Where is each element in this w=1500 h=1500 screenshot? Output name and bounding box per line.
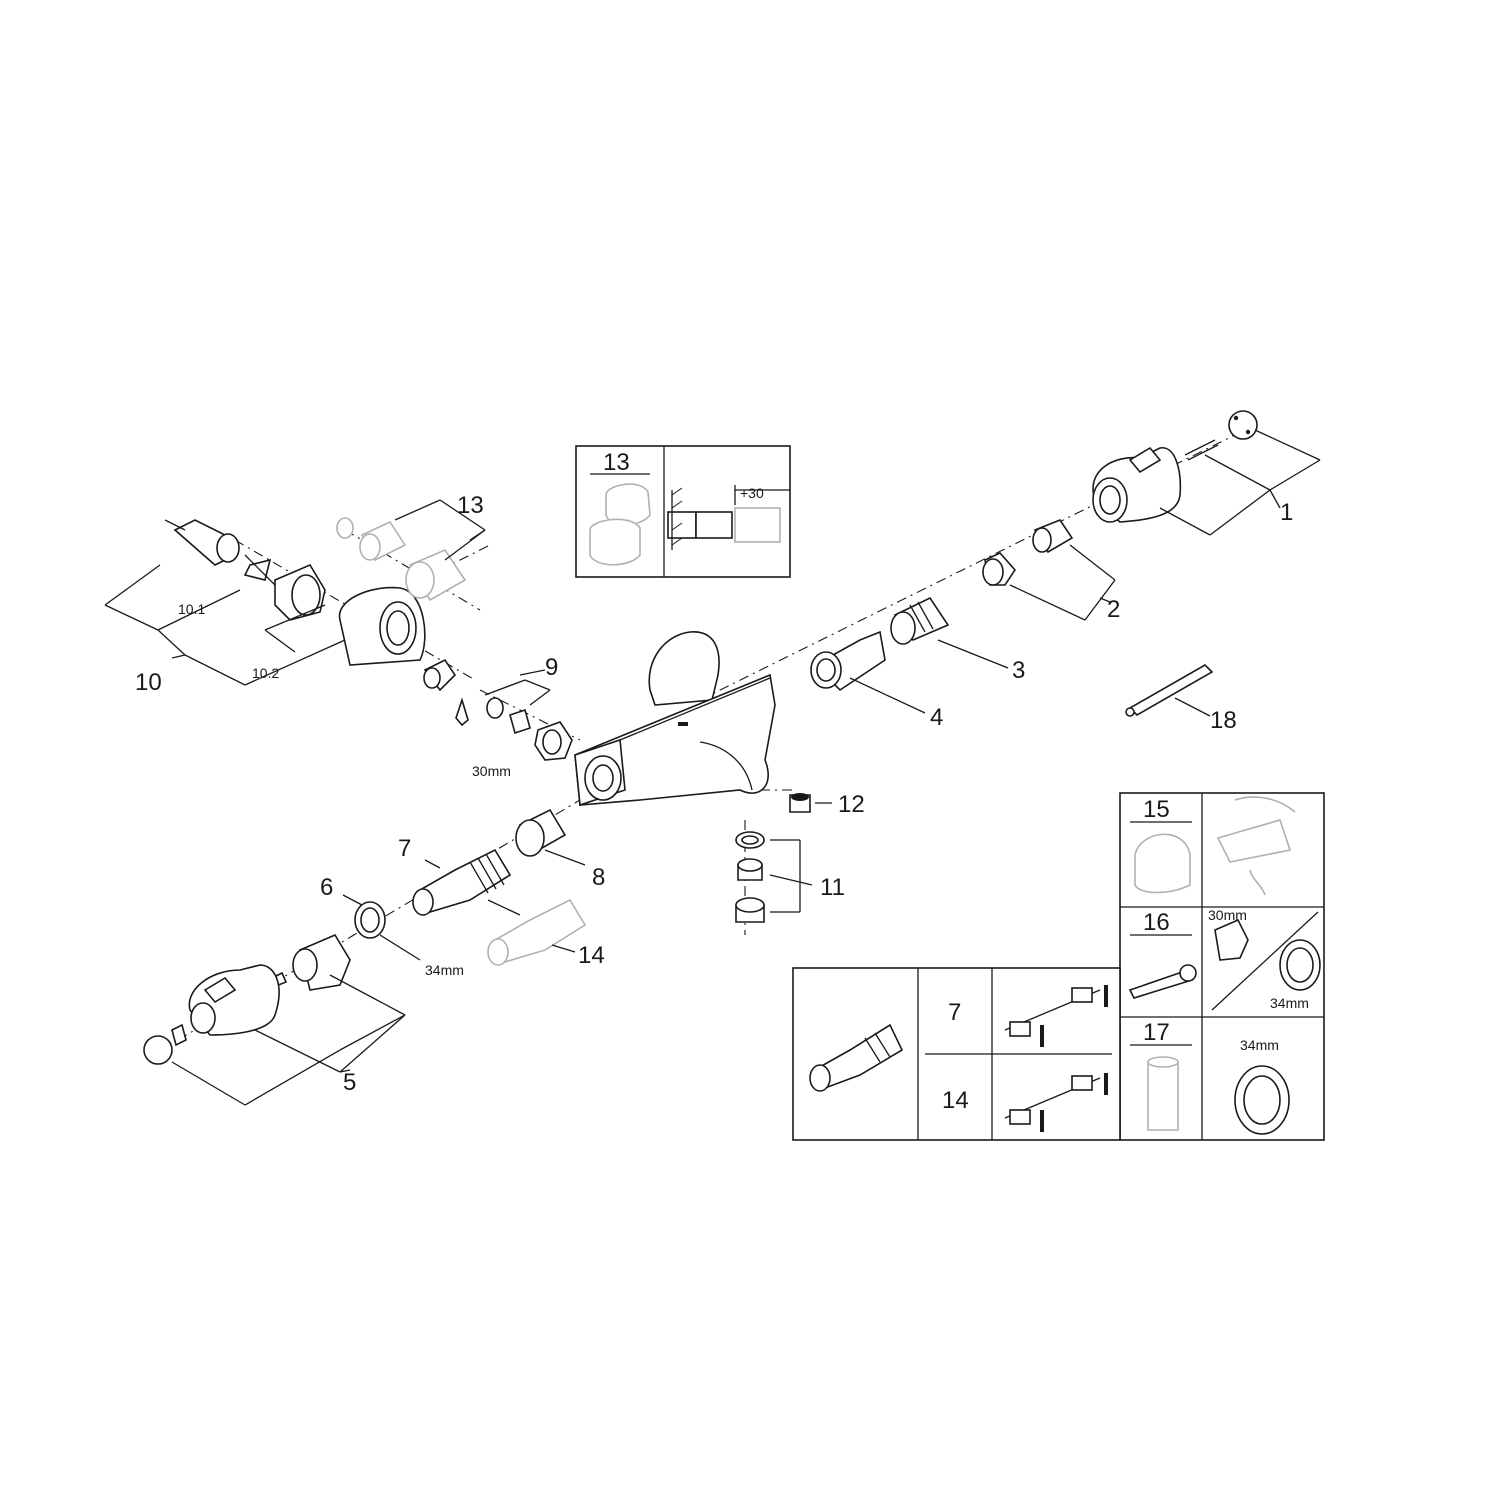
inset-service-box: 15 16 17 30mm 34mm 34mm <box>1119 792 1325 1141</box>
part-4-sleeve <box>810 630 926 714</box>
part-10-connection-left <box>104 519 426 686</box>
part-1-handle-right <box>1092 410 1321 536</box>
inset-size-30mm: 30mm <box>1208 907 1247 923</box>
part-11-aerator <box>735 831 813 923</box>
callout-labels: 1 2 3 4 18 13 10.1 10.2 10 9 30mm 12 8 1… <box>135 492 1293 1096</box>
inset-number-17: 17 <box>1143 1019 1170 1046</box>
inset-extension-box: 13 +30 <box>575 445 791 578</box>
part-7-cartridge <box>412 848 512 916</box>
callout-1: 1 <box>1280 499 1293 526</box>
inset-number-15: 15 <box>1143 796 1170 823</box>
callout-10-2: 10.2 <box>252 665 279 681</box>
inset-extension-offset: +30 <box>740 485 764 501</box>
inset-cartridge-box: 7 14 <box>792 967 1121 1141</box>
mixer-body <box>574 631 776 807</box>
callout-5: 5 <box>343 1069 356 1096</box>
part-14-cartridge-ghost <box>487 898 587 966</box>
callout-3: 3 <box>1012 657 1025 684</box>
callout-13: 13 <box>457 492 484 519</box>
callout-12: 12 <box>838 791 865 818</box>
part-12-spout-insert <box>789 793 832 813</box>
inset-number-16: 16 <box>1143 909 1170 936</box>
callout-10-1: 10.1 <box>178 601 205 617</box>
part-13-extension-ghost <box>336 499 486 602</box>
part-2-adapter <box>982 519 1116 621</box>
callout-7: 7 <box>398 835 411 862</box>
inset-row-14: 14 <box>942 1087 969 1114</box>
part-9-check-valve <box>423 658 573 761</box>
callout-14: 14 <box>578 942 605 969</box>
part-6-ring <box>342 894 421 961</box>
inset-size-34mm-b: 34mm <box>1240 1037 1279 1053</box>
dimension-30mm: 30mm <box>472 763 511 779</box>
dimension-34mm: 34mm <box>425 962 464 978</box>
callout-11: 11 <box>820 874 845 901</box>
part-5-handle-left <box>143 933 406 1106</box>
part-18-thermometer <box>1125 664 1214 717</box>
callout-8: 8 <box>592 864 605 891</box>
callout-4: 4 <box>930 704 943 731</box>
part-3-cartridge <box>890 596 1009 669</box>
callout-9: 9 <box>545 654 558 681</box>
inset-size-34mm-a: 34mm <box>1270 995 1309 1011</box>
callout-6: 6 <box>320 874 333 901</box>
inset-row-7: 7 <box>948 999 961 1026</box>
callout-2: 2 <box>1107 596 1120 623</box>
callout-10: 10 <box>135 669 162 696</box>
part-8-ring <box>515 808 586 866</box>
inset-extension-number: 13 <box>603 449 630 476</box>
callout-18: 18 <box>1210 707 1237 734</box>
